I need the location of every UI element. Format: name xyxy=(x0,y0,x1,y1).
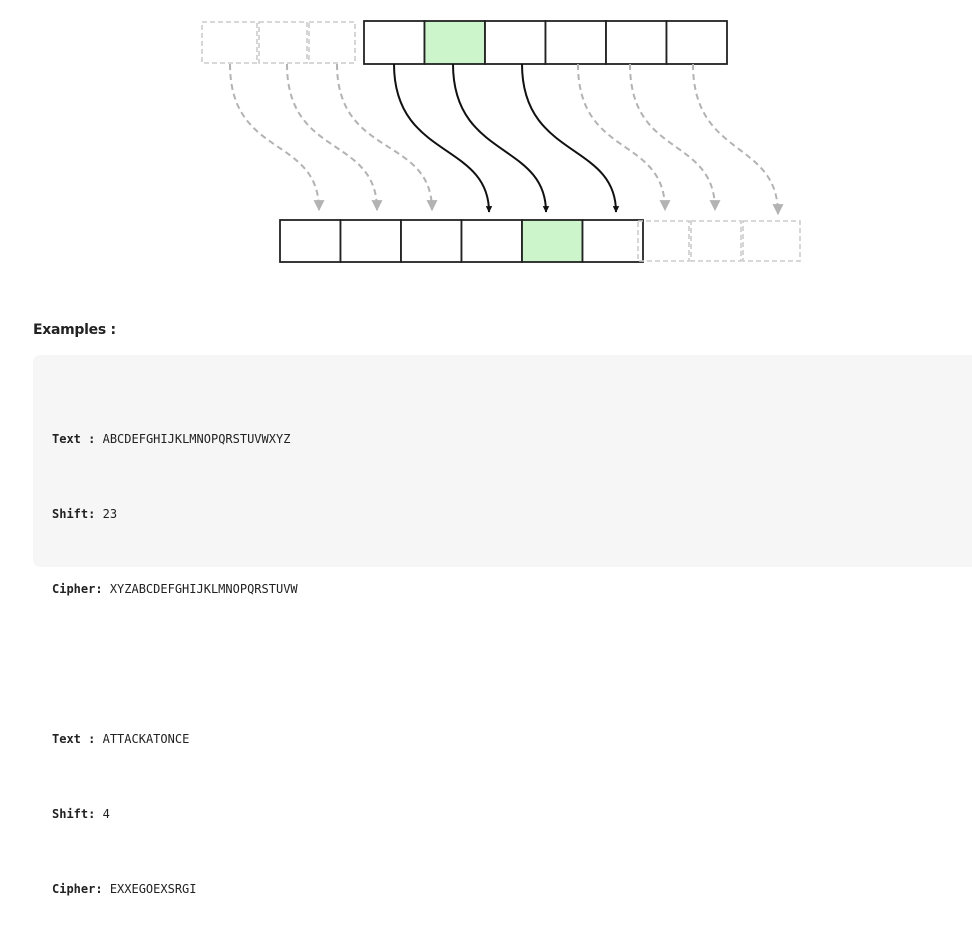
dashed-shift-arrow-1 xyxy=(286,63,383,212)
top-cell-4-box xyxy=(605,20,668,65)
solid-shift-arrow-1 xyxy=(452,63,550,213)
bottom-cell-2-box xyxy=(400,219,463,263)
top-cell-2-box xyxy=(484,20,547,65)
example-2-shift-line: Shift: 4 xyxy=(52,807,110,821)
examples-code: Text : ABCDEFGHIJKLMNOPQRSTUVWXYZ Shift:… xyxy=(52,377,298,952)
dashed-shift-arrow-3 xyxy=(577,63,671,212)
dashed-shift-arrow-4 xyxy=(629,63,721,212)
example-1-cipher-line: Cipher: XYZABCDEFGHIJKLMNOPQRSTUVW xyxy=(52,582,298,596)
top-ghost-0-box xyxy=(201,21,258,64)
examples-heading: Examples : xyxy=(33,322,116,338)
caesar-shift-diagram xyxy=(201,20,801,263)
example-2-text-line: Text : ATTACKATONCE xyxy=(52,732,190,746)
dashed-shift-arrow-0 xyxy=(229,63,325,212)
bottom-ghost-2-box xyxy=(742,220,801,262)
top-ghost-1-box xyxy=(258,21,308,64)
bottom-cell-5-box xyxy=(581,219,644,263)
example-1-text-line: Text : ABCDEFGHIJKLMNOPQRSTUVWXYZ xyxy=(52,432,291,446)
bottom-cell-3-box xyxy=(460,219,523,263)
bottom-cell-0-box xyxy=(279,219,342,263)
examples-code-block: Text : ABCDEFGHIJKLMNOPQRSTUVWXYZ Shift:… xyxy=(33,355,972,896)
bottom-ghost-0-box xyxy=(637,220,690,262)
dashed-shift-arrow-5 xyxy=(692,63,784,216)
bottom-cell-1-box xyxy=(339,219,402,263)
bottom-ghost-1-box xyxy=(690,220,742,262)
example-1-shift-line: Shift: 23 xyxy=(52,507,118,521)
example-2-cipher-line: Cipher: EXXEGOEXSRGI xyxy=(52,882,197,896)
top-cell-5-box xyxy=(665,20,728,65)
bottom-cell-4-box xyxy=(521,219,584,263)
dashed-shift-arrow-2 xyxy=(336,63,438,212)
solid-shift-arrow-2 xyxy=(521,63,620,213)
top-cell-1-box xyxy=(423,20,486,65)
solid-shift-arrow-0 xyxy=(393,63,493,213)
top-cell-3-box xyxy=(544,20,607,65)
top-ghost-2-box xyxy=(308,21,356,64)
blank-line xyxy=(52,652,298,677)
top-cell-0-box xyxy=(363,20,426,65)
